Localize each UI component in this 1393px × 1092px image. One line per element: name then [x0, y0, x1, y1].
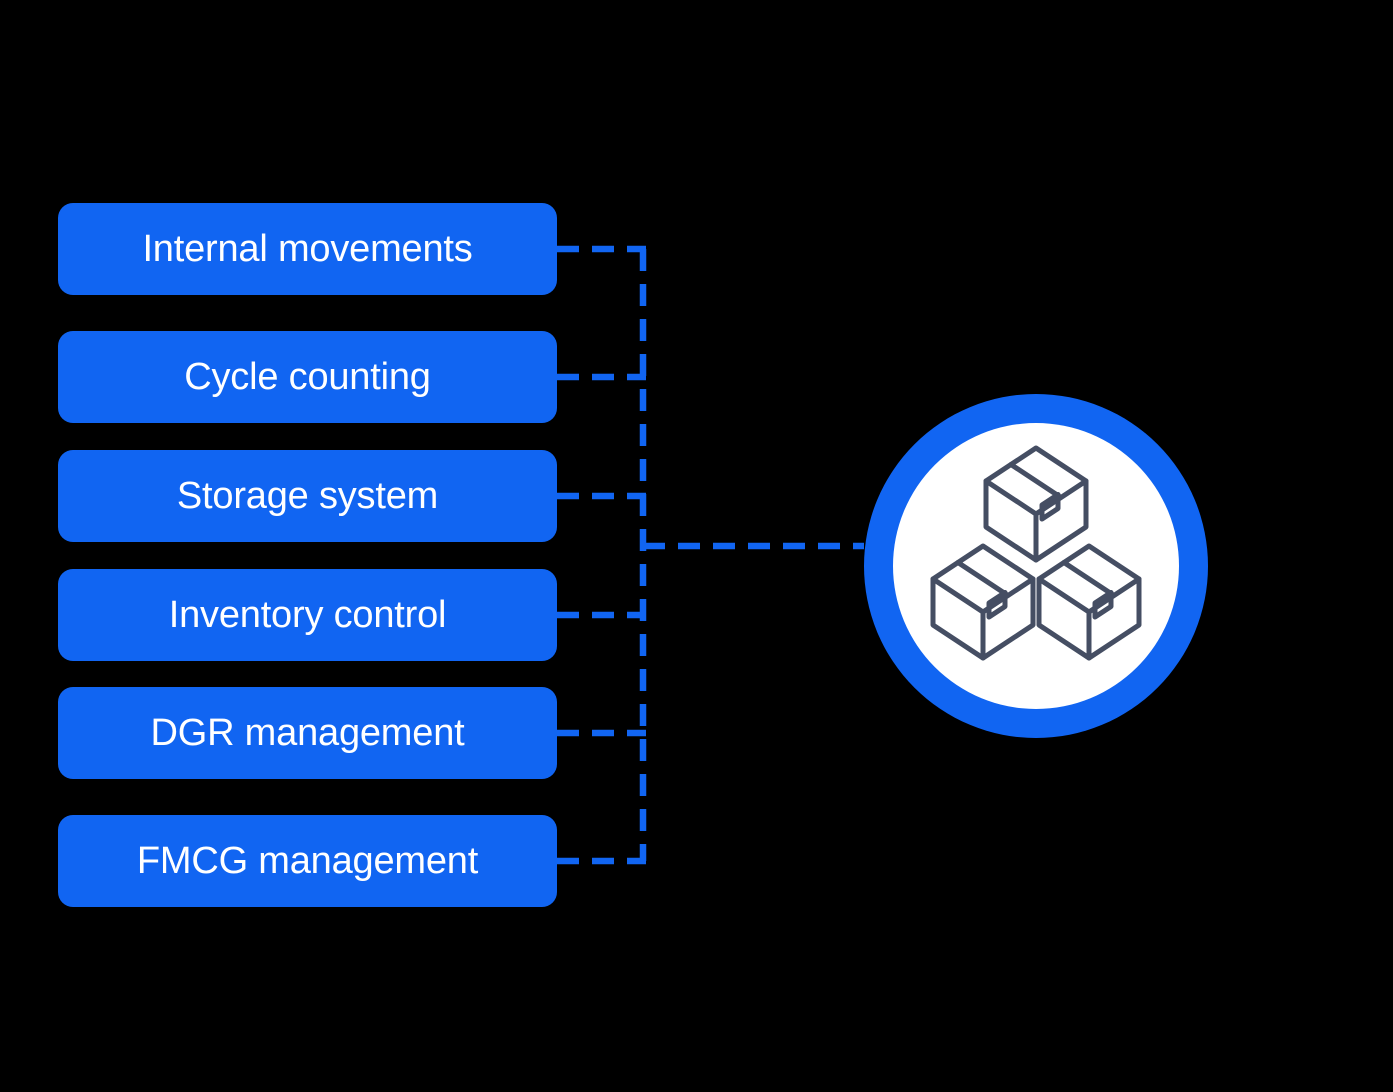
feature-box-dgr-management: DGR management	[58, 687, 557, 779]
feature-box-inventory-control: Inventory control	[58, 569, 557, 661]
package-cube-bottom-right	[1039, 546, 1139, 658]
feature-box-label: DGR management	[150, 712, 465, 754]
packages-icon	[930, 445, 1142, 663]
package-cube-bottom-left	[933, 546, 1033, 658]
hub-circle	[864, 394, 1208, 738]
hub-circle-inner	[893, 423, 1179, 709]
feature-box-label: Cycle counting	[184, 356, 431, 398]
feature-box-internal-movements: Internal movements	[58, 203, 557, 295]
feature-box-cycle-counting: Cycle counting	[58, 331, 557, 423]
feature-box-label: Inventory control	[168, 594, 447, 636]
feature-box-label: Internal movements	[142, 228, 473, 270]
feature-box-fmcg-management: FMCG management	[58, 815, 557, 907]
feature-box-label: FMCG management	[136, 840, 479, 882]
feature-box-storage-system: Storage system	[58, 450, 557, 542]
package-cube-top	[986, 448, 1086, 560]
feature-box-label: Storage system	[176, 475, 439, 517]
